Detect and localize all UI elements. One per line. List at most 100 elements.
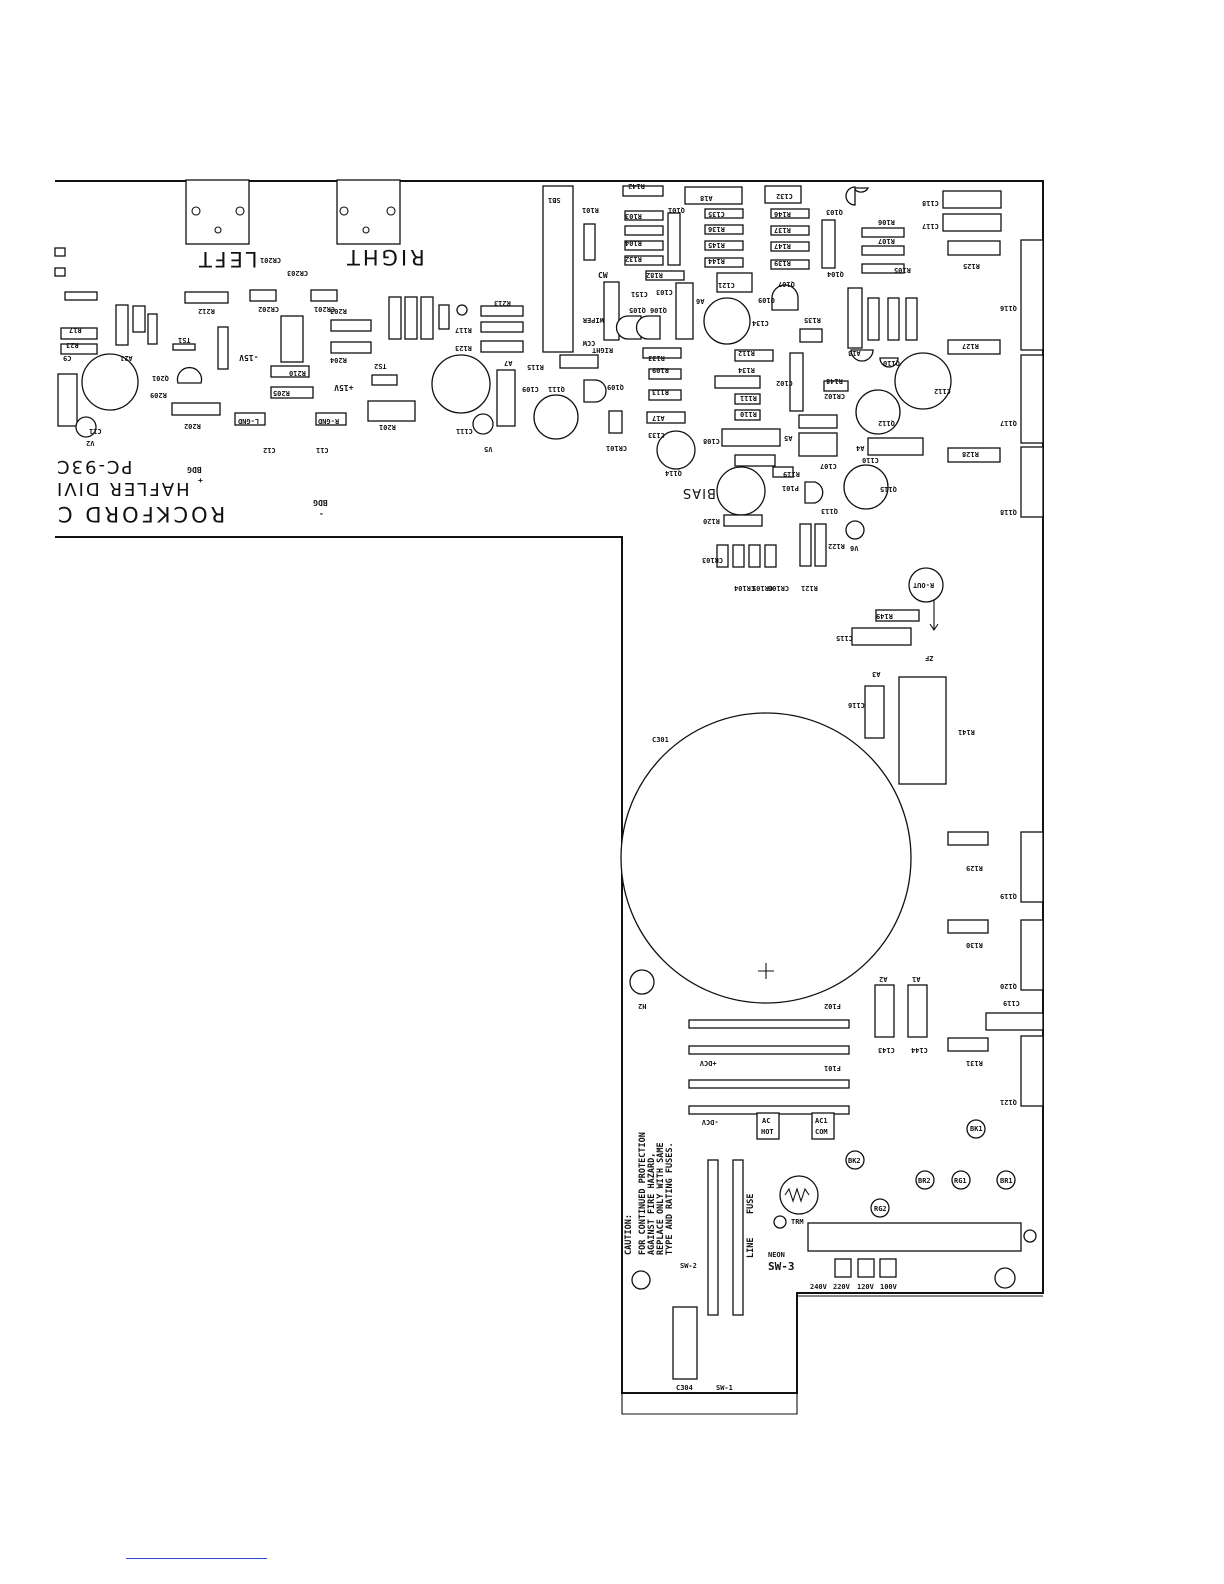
svg-text:R201: R201 (379, 423, 396, 431)
svg-text:R115: R115 (527, 363, 544, 371)
svg-text:R134: R134 (738, 366, 755, 374)
left-section-components (54, 247, 524, 438)
svg-text:Q103: Q103 (826, 208, 843, 216)
svg-text:Q116: Q116 (1000, 304, 1017, 312)
svg-text:R101: R101 (582, 206, 599, 214)
svg-text:R105: R105 (894, 266, 911, 274)
bias-label: BIAS (682, 485, 716, 500)
footer-rule (126, 1558, 267, 1559)
line-fuse-label: LINE FUSE (746, 1194, 756, 1258)
svg-text:R132: R132 (625, 255, 642, 263)
svg-text:C108: C108 (703, 437, 720, 445)
svg-text:Q201: Q201 (152, 374, 169, 382)
svg-text:CR105: CR105 (752, 584, 773, 592)
label-minus-dcv: -DCV (701, 1118, 719, 1126)
svg-text:R146: R146 (774, 210, 791, 218)
svg-text:CR202: CR202 (258, 305, 279, 313)
svg-text:RG2: RG2 (874, 1205, 887, 1213)
svg-text:R106: R106 (878, 218, 895, 226)
svg-text:Q107: Q107 (778, 280, 795, 288)
svg-text:C111: C111 (456, 427, 473, 435)
svg-text:Q110: Q110 (883, 359, 900, 367)
svg-text:R205: R205 (273, 389, 290, 397)
svg-text:R107: R107 (878, 237, 895, 245)
svg-text:Q109: Q109 (758, 296, 775, 304)
voltage-options: 240V 220V 120V 100V (810, 1283, 898, 1291)
caution-line-3: REPLACE ONLY WITH SAME (656, 1142, 666, 1255)
svg-text:C12: C12 (263, 446, 276, 454)
svg-text:A7: A7 (504, 359, 512, 367)
svg-text:R131: R131 (966, 1059, 983, 1067)
svg-text:C119: C119 (1003, 999, 1020, 1007)
label-ac-hot-2: HOT (761, 1128, 774, 1136)
svg-text:C107: C107 (820, 462, 837, 470)
svg-text:C109: C109 (522, 385, 539, 393)
svg-text:R111: R111 (740, 394, 757, 402)
svg-text:R113: R113 (652, 388, 669, 396)
label-sw3: SW-3 (768, 1260, 795, 1273)
label-neon: NEON (768, 1251, 785, 1259)
svg-text:Q104: Q104 (827, 270, 844, 278)
svg-text:Q112: Q112 (878, 419, 895, 427)
svg-text:R128: R128 (962, 450, 979, 458)
bdg-plus-label: BDG (187, 465, 202, 474)
label-sw1: SW-1 (716, 1384, 733, 1392)
svg-text:R129: R129 (966, 864, 983, 872)
svg-text:C134: C134 (752, 319, 769, 327)
caution-notice: CAUTION: FOR CONTINUED PROTECTION AGAINS… (624, 1132, 675, 1255)
label-ac-hot-1: AC (762, 1117, 770, 1125)
svg-text:R130: R130 (966, 941, 983, 949)
svg-text:A17: A17 (652, 414, 665, 422)
label-h2: H2 (638, 1002, 646, 1010)
svg-text:CR203: CR203 (287, 269, 308, 277)
svg-text:BK2: BK2 (848, 1157, 861, 1165)
svg-text:R17: R17 (69, 326, 82, 334)
svg-text:R213: R213 (494, 299, 511, 307)
label-r-gnd: R-GND (318, 417, 339, 425)
svg-text:C112: C112 (934, 387, 951, 395)
label-plus-dcv: +DCV (699, 1059, 717, 1067)
label-l-gnd: L-GND (238, 417, 259, 425)
label-zf: ZF (925, 654, 933, 662)
label-wiper: WIPER (582, 316, 604, 324)
left-input-jack: LEFT (185, 179, 258, 271)
bdg-minus-label: BDG (313, 498, 328, 507)
svg-text:A3: A3 (872, 670, 880, 678)
label-r-out: R-OUT (913, 581, 934, 589)
right-input-jack: RIGHT (336, 179, 425, 269)
svg-text:R119: R119 (783, 470, 800, 478)
svg-text:V6: V6 (850, 544, 858, 552)
svg-text:Q105: Q105 (629, 306, 646, 314)
svg-text:Q119: Q119 (1000, 892, 1017, 900)
svg-text:C11: C11 (89, 427, 102, 435)
svg-text:BR2: BR2 (918, 1177, 931, 1185)
svg-text:C116: C116 (848, 701, 865, 709)
svg-text:R135: R135 (804, 316, 821, 324)
ref-designators-top: R212 R203 R204 CR203 CR202 CR201 CR201 R… (63, 182, 1017, 642)
label-f102: F102 (824, 1002, 841, 1010)
svg-text:C121: C121 (718, 281, 735, 289)
svg-text:Q115: Q115 (880, 485, 897, 493)
board-company: ROCKFORD C (55, 502, 225, 526)
svg-text:R121: R121 (801, 584, 818, 592)
svg-text:CR201: CR201 (314, 305, 335, 313)
board-division: HAFLER DIVI (55, 478, 190, 499)
label-ac-com-2: COM (815, 1128, 828, 1136)
svg-text:A2: A2 (879, 975, 887, 983)
svg-text:R127: R127 (962, 342, 979, 350)
svg-text:R145: R145 (708, 241, 725, 249)
svg-text:C110: C110 (862, 456, 879, 464)
svg-text:R109: R109 (652, 366, 669, 374)
svg-text:Q120: Q120 (1000, 982, 1017, 990)
bdg-minus-sign: - (319, 509, 324, 518)
svg-text:CR103: CR103 (702, 556, 723, 564)
svg-text:R117: R117 (455, 326, 472, 334)
caution-line-4: TYPE AND RATING FUSES. (665, 1142, 675, 1255)
svg-text:FUSE: FUSE (746, 1194, 756, 1214)
svg-text:Q106: Q106 (650, 306, 667, 314)
svg-text:R23: R23 (66, 341, 79, 349)
svg-text:C9: C9 (63, 354, 71, 362)
svg-text:R139: R139 (774, 259, 791, 267)
svg-text:C133: C133 (648, 431, 665, 439)
label-ccw: CCW (582, 339, 595, 347)
